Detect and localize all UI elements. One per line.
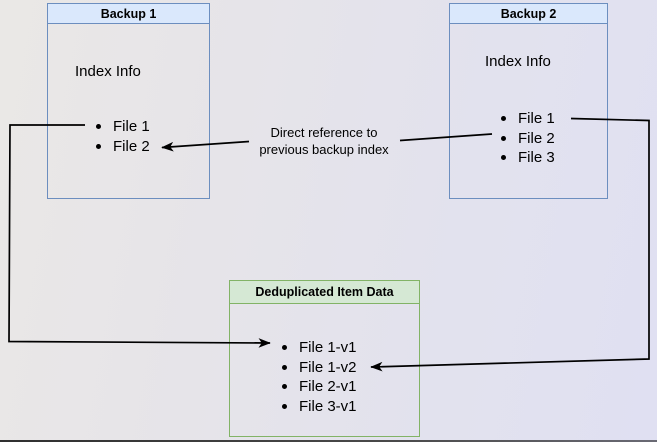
list-item: File 1-v1 [282, 338, 357, 358]
backup1-subtitle: Index Info [75, 63, 141, 80]
backup1-file-list: File 1 File 2 [96, 117, 150, 156]
list-item: File 1 [96, 117, 150, 137]
list-item-label: File 3-v1 [299, 397, 357, 415]
bullet-icon [282, 345, 287, 351]
backup2-subtitle: Index Info [485, 53, 551, 70]
list-item-label: File 1-v2 [299, 358, 357, 376]
edge-annotation-line1: Direct reference to [270, 125, 378, 140]
bullet-icon [96, 124, 101, 130]
bullet-icon [282, 384, 287, 390]
list-item-label: File 2-v1 [299, 378, 357, 396]
backup2-node: Backup 2 Index Info File 1 File 2 File 3 [449, 3, 608, 199]
list-item: File 2-v1 [282, 377, 357, 397]
backup1-title: Backup 1 [100, 6, 157, 21]
list-item-label: File 1 [113, 118, 150, 136]
backup2-header: Backup 2 [450, 4, 607, 24]
edge-annotation: Direct reference to previous backup inde… [233, 125, 415, 158]
list-item: File 3-v1 [282, 397, 357, 417]
edge-annotation-line2: previous backup index [259, 141, 389, 157]
bullet-icon [501, 135, 506, 141]
bullet-icon [96, 143, 101, 149]
backup2-file-list: File 1 File 2 File 3 [501, 109, 555, 168]
dedup-file-list: File 1-v1 File 1-v2 File 2-v1 File 3-v1 [282, 338, 357, 416]
list-item: File 2 [96, 137, 150, 157]
list-item: File 3 [501, 148, 555, 168]
bullet-icon [282, 403, 287, 409]
list-item-label: File 2 [518, 129, 555, 147]
list-item: File 1-v2 [282, 358, 357, 378]
list-item: File 1 [501, 109, 555, 129]
list-item-label: File 2 [113, 137, 150, 155]
list-item-label: File 1 [518, 110, 555, 128]
backup1-header: Backup 1 [48, 4, 209, 24]
list-item-label: File 3 [518, 149, 555, 167]
list-item-label: File 1-v1 [299, 339, 357, 357]
bullet-icon [501, 116, 506, 122]
bullet-icon [501, 155, 506, 161]
dedup-header: Deduplicated Item Data [230, 281, 419, 304]
bullet-icon [282, 364, 287, 370]
backup1-node: Backup 1 Index Info File 1 File 2 [47, 3, 210, 199]
dedup-title: Deduplicated Item Data [255, 285, 394, 299]
list-item: File 2 [501, 129, 555, 149]
backup2-title: Backup 2 [500, 6, 557, 21]
dedup-node: Deduplicated Item Data File 1-v1 File 1-… [229, 280, 420, 437]
window-bottom-edge [0, 440, 657, 442]
